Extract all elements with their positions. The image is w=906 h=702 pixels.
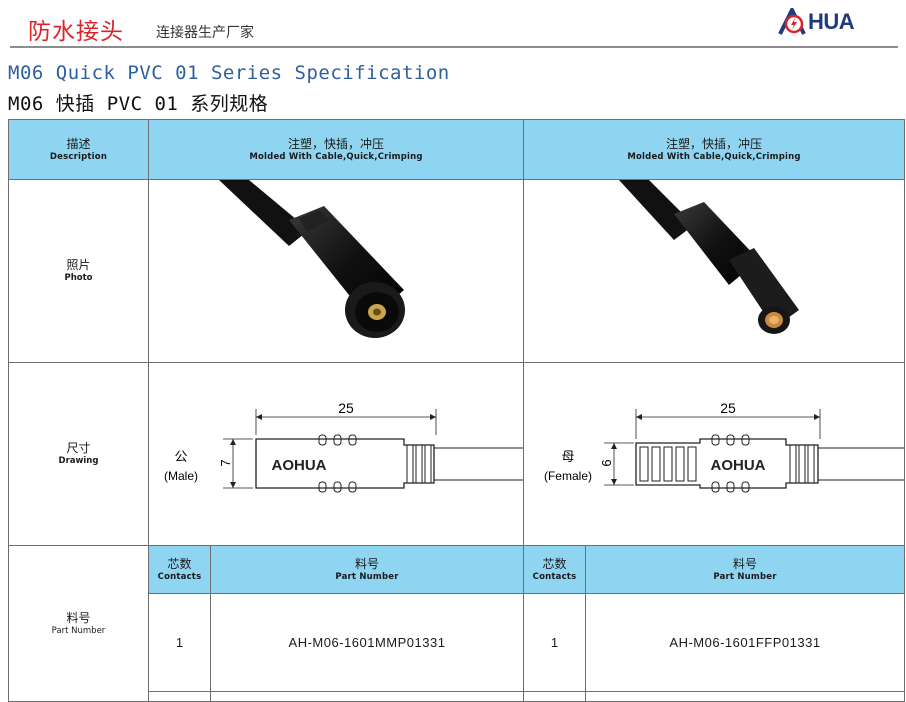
contacts-header: 芯数 Contacts	[148, 545, 211, 594]
photo-label-en: Photo	[64, 273, 93, 283]
part-number-header: 料号 Part Number	[210, 545, 524, 594]
pn-header-en: Part Number	[713, 571, 777, 582]
column-header-cn: 注塑，快插，冲压	[287, 136, 384, 151]
part-header-row: 料号 Part Number 芯数 Contacts 料号 Part Numbe…	[8, 545, 905, 702]
drawing-label-cn: 尺寸	[66, 441, 91, 455]
part-label-cn: 料号	[66, 610, 91, 625]
photo-label-cn: 照片	[66, 258, 91, 272]
column-header-en: Molded With Cable,Quick,Crimping	[627, 151, 801, 162]
male-column-header: 注塑，快插，冲压 Molded With Cable,Quick,Crimpin…	[148, 119, 524, 180]
male-height-dim: 7	[218, 459, 233, 466]
male-connector-photo	[148, 179, 524, 363]
brand-subtitle: 连接器生产厂家	[156, 25, 254, 41]
male-part-number: AH-M06-1601MMP01331	[210, 593, 524, 692]
table-row: 1 AH-M06-1601MMP01331 1 AH-M06-1601FFP01…	[9, 593, 905, 692]
male-drawing: 公 (Male) 25 7	[148, 362, 524, 546]
part-label-en: Part Number	[51, 625, 106, 636]
female-connector-photo	[523, 179, 905, 363]
male-label-en: (Male)	[164, 469, 198, 483]
aohua-logo: HUA	[778, 8, 878, 36]
part-number-label: 料号 Part Number	[8, 545, 149, 702]
spec-title-cn: M06 快插 PVC 01 系列规格	[8, 93, 269, 115]
female-label-en: (Female)	[544, 469, 592, 483]
female-part-number: AH-M06-1601FFP01331	[585, 593, 905, 692]
drawing-label-en: Drawing	[58, 456, 99, 466]
description-cn: 描述	[66, 136, 91, 151]
contacts-header-en: Contacts	[532, 571, 577, 582]
female-contacts-value: 1	[523, 593, 586, 692]
part-number-header: 料号 Part Number	[585, 545, 905, 594]
page-header: 防水接头 连接器生产厂家 HUA	[0, 0, 906, 52]
pn-header-cn: 料号	[732, 556, 757, 571]
table-header-row: 描述 Description 注塑，快插，冲压 Molded With Cabl…	[8, 119, 905, 180]
spec-title-en: M06 Quick PVC 01 Series Specification	[8, 62, 450, 84]
drawing-logo: AOHUA	[711, 457, 766, 474]
female-drawing: 母 (Female) 25 6	[523, 362, 905, 546]
description-header: 描述 Description	[8, 119, 149, 180]
female-dimension-drawing: 母 (Female) 25 6	[544, 400, 904, 493]
female-label-cn: 母	[561, 449, 574, 464]
male-label-cn: 公	[174, 449, 187, 464]
brand-title: 防水接头	[28, 19, 124, 45]
pn-header-en: Part Number	[335, 571, 399, 582]
contacts-header: 芯数 Contacts	[523, 545, 586, 594]
column-header-cn: 注塑，快插，冲压	[665, 136, 762, 151]
female-column-header: 注塑，快插，冲压 Molded With Cable,Quick,Crimpin…	[523, 119, 905, 180]
female-height-dim: 6	[599, 459, 614, 466]
header-divider	[10, 46, 898, 48]
drawing-label: 尺寸 Drawing	[8, 362, 149, 546]
male-dimension-drawing: 公 (Male) 25 7	[164, 400, 523, 493]
spec-table: 描述 Description 注塑，快插，冲压 Molded With Cabl…	[8, 119, 905, 702]
male-contacts-value: 1	[148, 593, 211, 692]
description-en: Description	[49, 151, 108, 162]
logo-a-icon	[778, 8, 806, 35]
contacts-header-cn: 芯数	[167, 556, 192, 571]
photo-label: 照片 Photo	[8, 179, 149, 363]
photo-row: 照片 Photo	[8, 179, 905, 363]
pn-header-cn: 料号	[354, 556, 379, 571]
female-length-dim: 25	[720, 400, 736, 416]
logo-text: HUA	[808, 9, 855, 34]
contacts-header-en: Contacts	[157, 571, 202, 582]
male-connector-image	[219, 180, 405, 338]
female-connector-image	[619, 180, 799, 334]
drawing-row: 尺寸 Drawing 公 (Male) 25 7	[8, 362, 905, 546]
contacts-header-cn: 芯数	[542, 556, 567, 571]
column-header-en: Molded With Cable,Quick,Crimping	[249, 151, 423, 162]
drawing-logo: AOHUA	[272, 457, 327, 474]
male-length-dim: 25	[338, 400, 354, 416]
